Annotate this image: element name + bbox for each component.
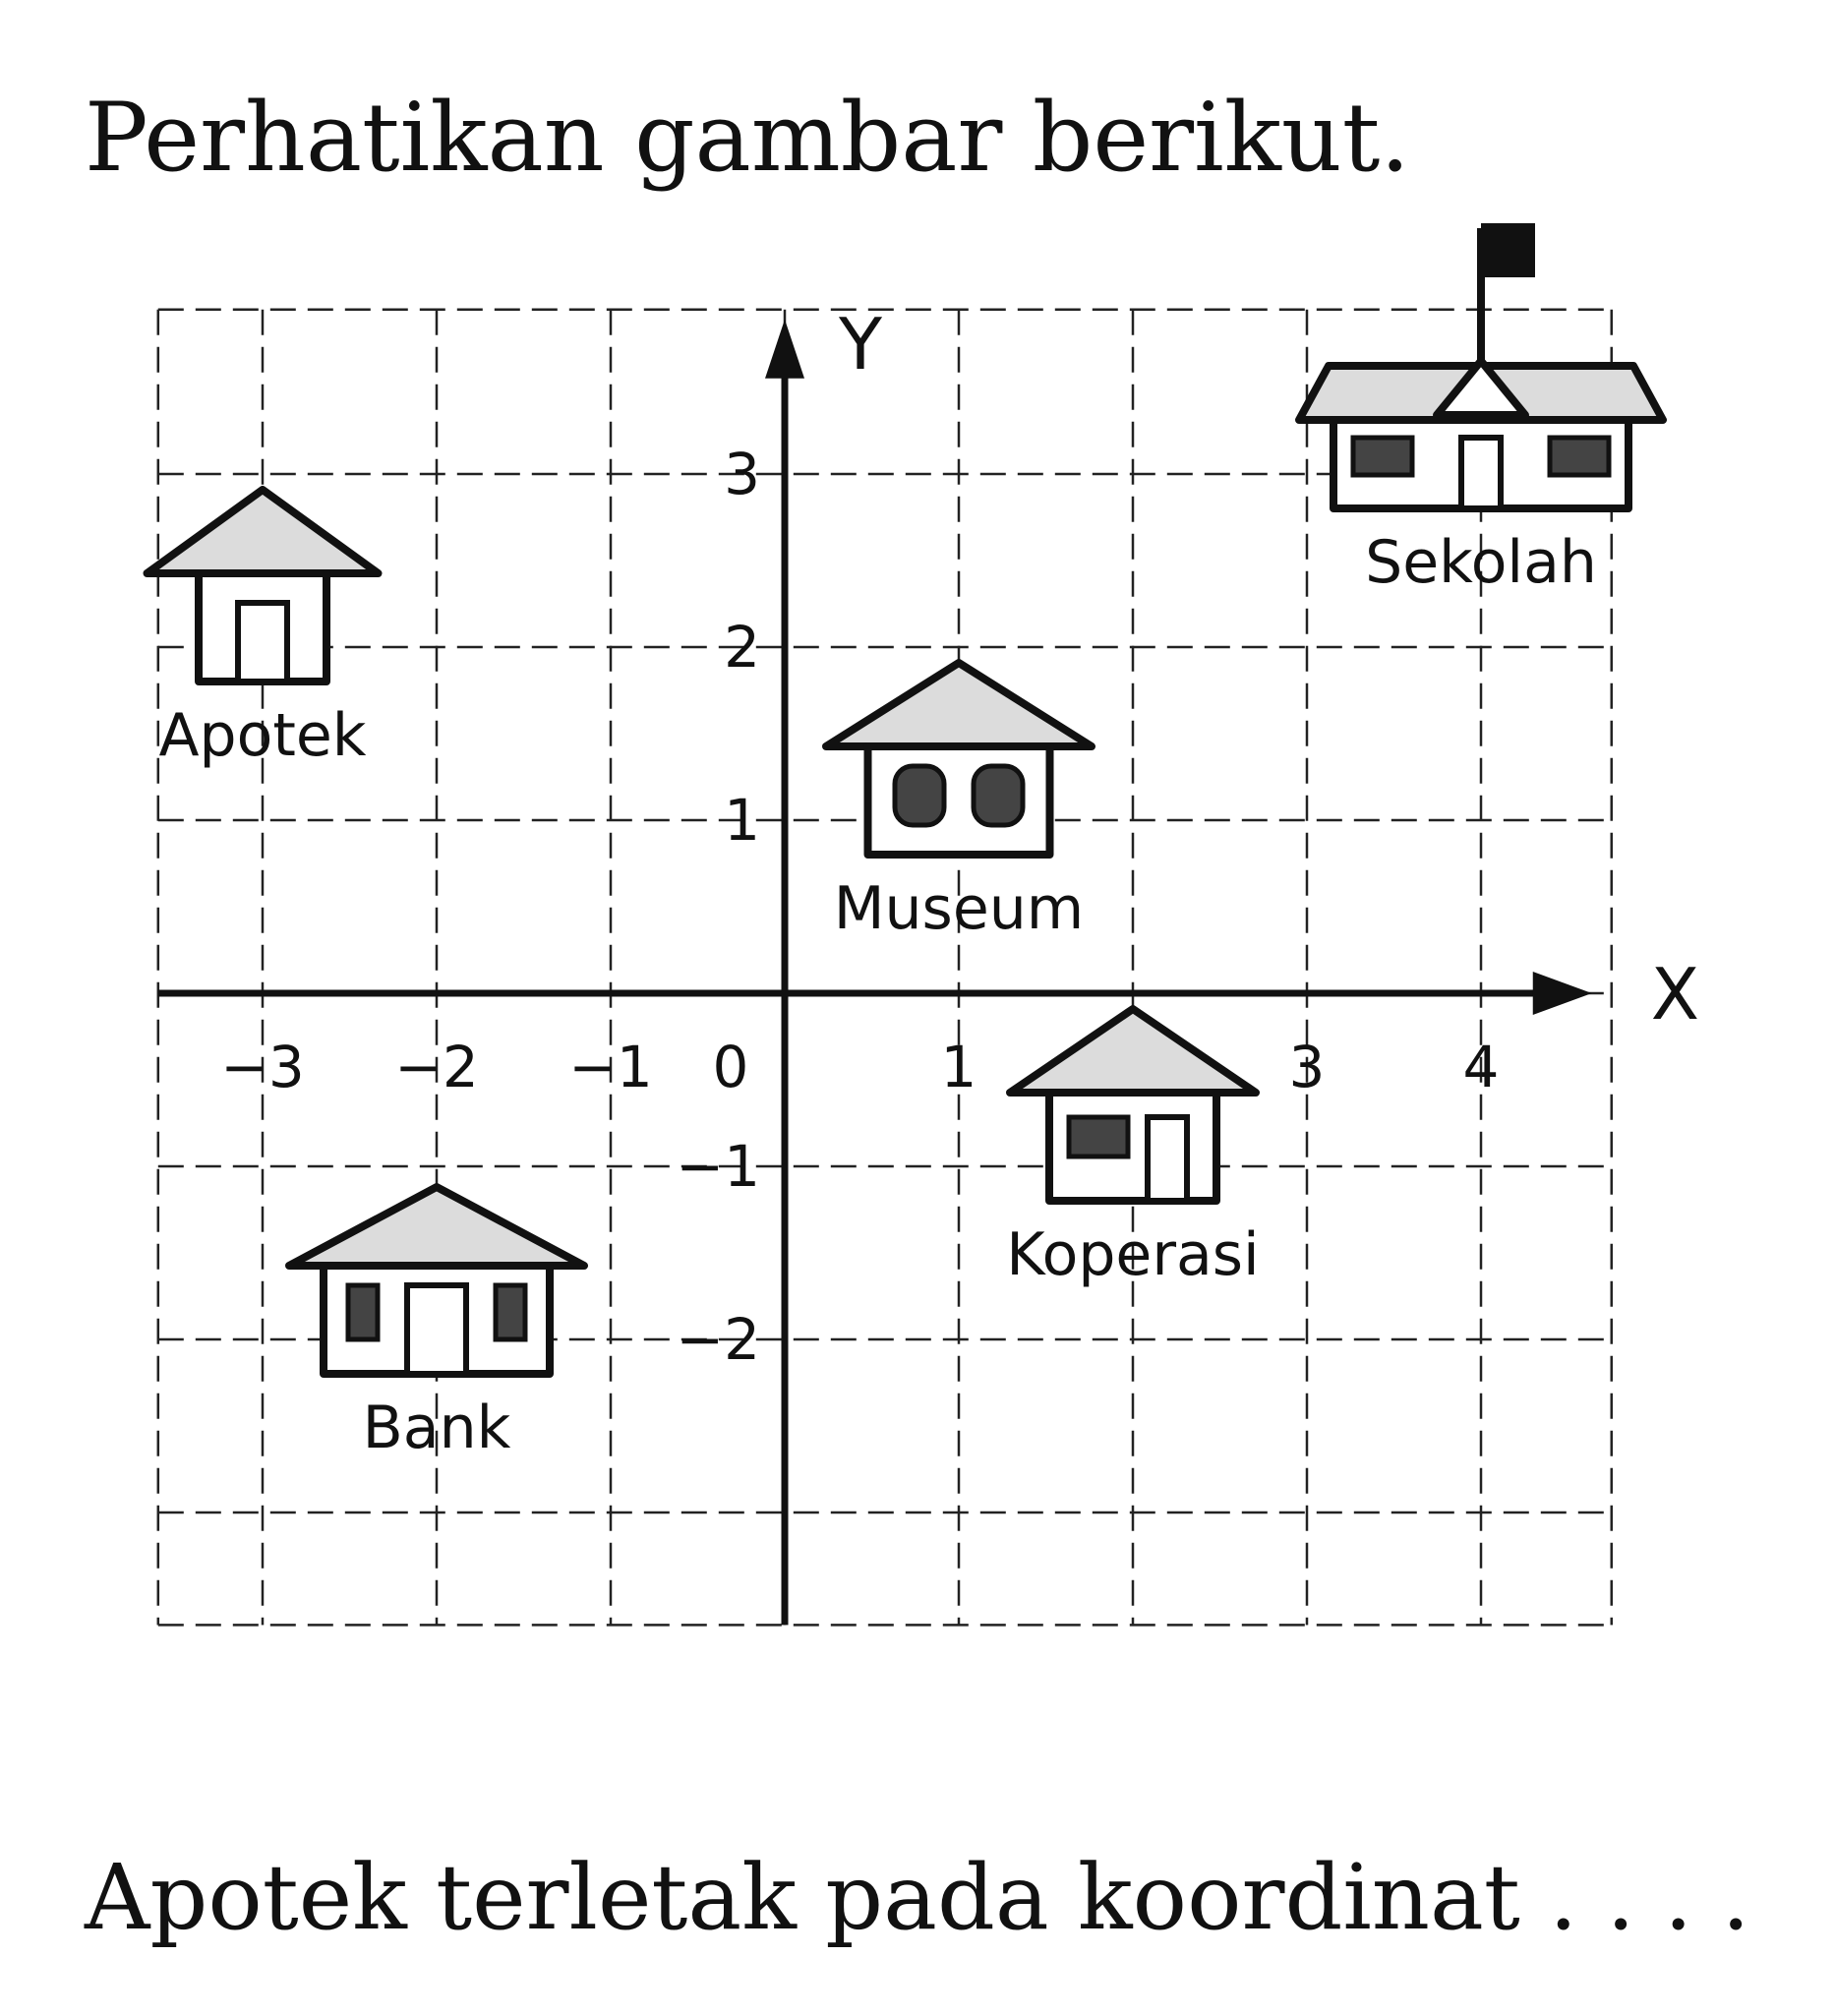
place-label: Sekolah (1365, 528, 1597, 597)
x-tick-label: −2 (394, 1034, 479, 1100)
place-label: Koperasi (1006, 1220, 1259, 1289)
y-axis-arrow-icon (765, 319, 804, 379)
school-building-icon (1295, 223, 1667, 512)
place-bank: Bank (285, 1183, 588, 1462)
pharmacy-house-icon (143, 486, 383, 685)
x-tick-label: 4 (1463, 1034, 1500, 1100)
y-tick-label: 1 (724, 787, 760, 854)
y-tick-label: −1 (677, 1133, 761, 1200)
x-axis-arrow-icon (1532, 972, 1592, 1015)
museum-house-icon (822, 659, 1095, 859)
place-label: Museum (834, 874, 1084, 943)
place-label: Bank (363, 1393, 511, 1462)
y-axis-label: Y (838, 303, 883, 385)
place-koperasi: Koperasi (1006, 1005, 1260, 1289)
y-tick-label: 2 (724, 614, 760, 681)
y-tick-label: 3 (724, 441, 760, 507)
bank-house-icon (285, 1183, 588, 1378)
axes: XY (157, 303, 1699, 1626)
x-tick-label: −3 (220, 1034, 305, 1100)
cooperative-house-icon (1006, 1005, 1260, 1205)
place-apotek: Apotek (143, 486, 383, 770)
place-sekolah: Sekolah (1295, 223, 1667, 597)
prompt-text: Perhatikan gambar berikut. (85, 83, 1410, 193)
x-tick-label: −1 (568, 1034, 653, 1100)
x-tick-label: 3 (1289, 1034, 1326, 1100)
x-axis-label: X (1651, 953, 1699, 1036)
place-label: Apotek (158, 701, 366, 770)
place-museum: Museum (822, 659, 1095, 943)
question-text: Apotek terletak pada koordinat . . . . (85, 1845, 1750, 1950)
y-tick-label: −2 (677, 1306, 761, 1373)
x-tick-label: 1 (941, 1034, 977, 1100)
x-tick-label: 0 (713, 1034, 749, 1100)
